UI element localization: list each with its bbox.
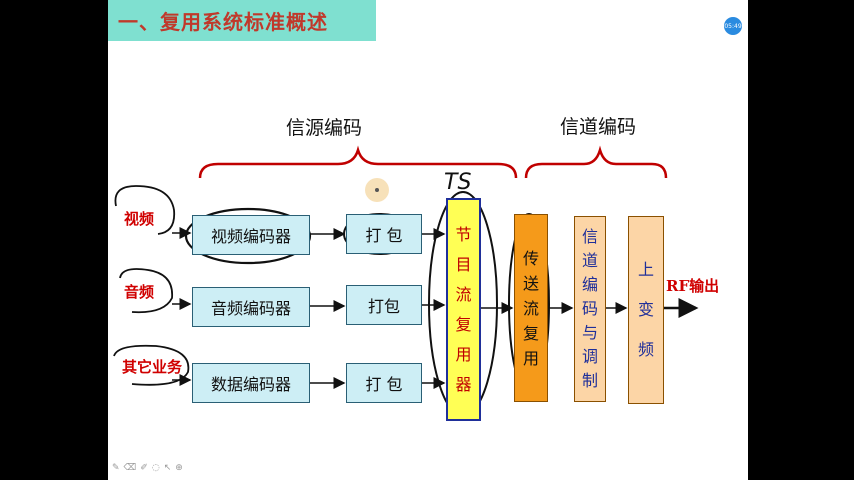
program-mux-block: 节 目 流 复 用 器 (446, 198, 481, 421)
channel-mod-char: 道 (581, 251, 598, 270)
audio-encoder-label: 音频编码器 (210, 299, 291, 318)
program-mux-char: 目 (455, 254, 472, 274)
data-encoder-label: 数据编码器 (210, 375, 291, 394)
packer-block-1: 打 包 (346, 214, 422, 254)
slide-canvas: 一、复用系统标准概述 05:49 (108, 0, 748, 480)
comment-icon[interactable]: ◌ (151, 463, 160, 473)
input-audio-label: 音频 (124, 283, 155, 301)
program-mux-char: 节 (455, 224, 472, 244)
channel-brace (524, 145, 668, 179)
upconverter-char: 上 (637, 260, 654, 279)
channel-mod-block: 信 道 编 码 与 调 制 (574, 216, 606, 402)
slide-title: 一、复用系统标准概述 (118, 10, 328, 34)
source-brace (198, 145, 518, 179)
channel-mod-char: 与 (581, 323, 598, 342)
pen-icon[interactable]: ✎ (112, 463, 120, 473)
channel-mod-char: 制 (581, 371, 598, 390)
input-other-label: 其它业务 (122, 358, 183, 376)
annotation-loop-audio (119, 268, 173, 314)
packer-block-3: 打 包 (346, 363, 422, 403)
annotation-loop-other (113, 344, 190, 386)
upconverter-char: 频 (637, 340, 654, 359)
packer-label-3: 打 包 (365, 375, 403, 394)
program-mux-char: 复 (455, 314, 472, 334)
transport-mux-char: 送 (522, 273, 539, 293)
program-mux-char: 用 (455, 344, 472, 364)
program-mux-char: 流 (455, 284, 472, 304)
timer-badge[interactable]: 05:49 (724, 17, 742, 35)
channel-mod-char: 调 (581, 347, 598, 366)
channel-mod-char: 编 (581, 275, 598, 294)
video-encoder-label: 视频编码器 (210, 227, 291, 246)
annotation-ts-label: TS (444, 170, 472, 195)
channel-mod-char: 码 (581, 299, 598, 318)
packer-label-2: 打包 (367, 297, 400, 316)
rf-output-label: RF输出 (666, 277, 720, 295)
eraser-icon[interactable]: ⌫ (123, 463, 137, 473)
upconverter-block: 上 变 频 (628, 216, 664, 404)
transport-mux-char: 流 (522, 298, 539, 318)
title-bar: 一、复用系统标准概述 (108, 0, 376, 41)
zoom-icon[interactable]: ⊕ (175, 463, 183, 473)
packer-label-1: 打 包 (365, 226, 403, 245)
video-encoder-block: 视频编码器 (192, 215, 310, 255)
transport-mux-char: 传 (522, 248, 539, 268)
label-source-coding: 信源编码 (286, 117, 363, 139)
highlighter-icon[interactable]: ✐ (140, 463, 148, 473)
upconverter-char: 变 (637, 300, 654, 319)
presenter-toolbar: ✎ ⌫ ✐ ◌ ↖ ⊕ (112, 463, 183, 473)
transport-mux-char: 用 (522, 348, 539, 368)
data-encoder-block: 数据编码器 (192, 363, 310, 403)
label-channel-coding: 信道编码 (560, 116, 637, 138)
input-video-label: 视频 (124, 210, 155, 228)
diagram-lines (113, 145, 699, 417)
pointer-icon[interactable]: ↖ (163, 463, 172, 473)
transport-mux-block: 传 送 流 复 用 (514, 214, 548, 402)
annotation-circle-encoder (184, 207, 312, 265)
annotation-loop-video (114, 185, 176, 235)
program-mux-char: 器 (455, 374, 472, 394)
channel-mod-char: 信 (581, 227, 598, 246)
packer-block-2: 打包 (346, 285, 422, 325)
transport-mux-char: 复 (522, 323, 539, 343)
audio-encoder-block: 音频编码器 (192, 287, 310, 327)
